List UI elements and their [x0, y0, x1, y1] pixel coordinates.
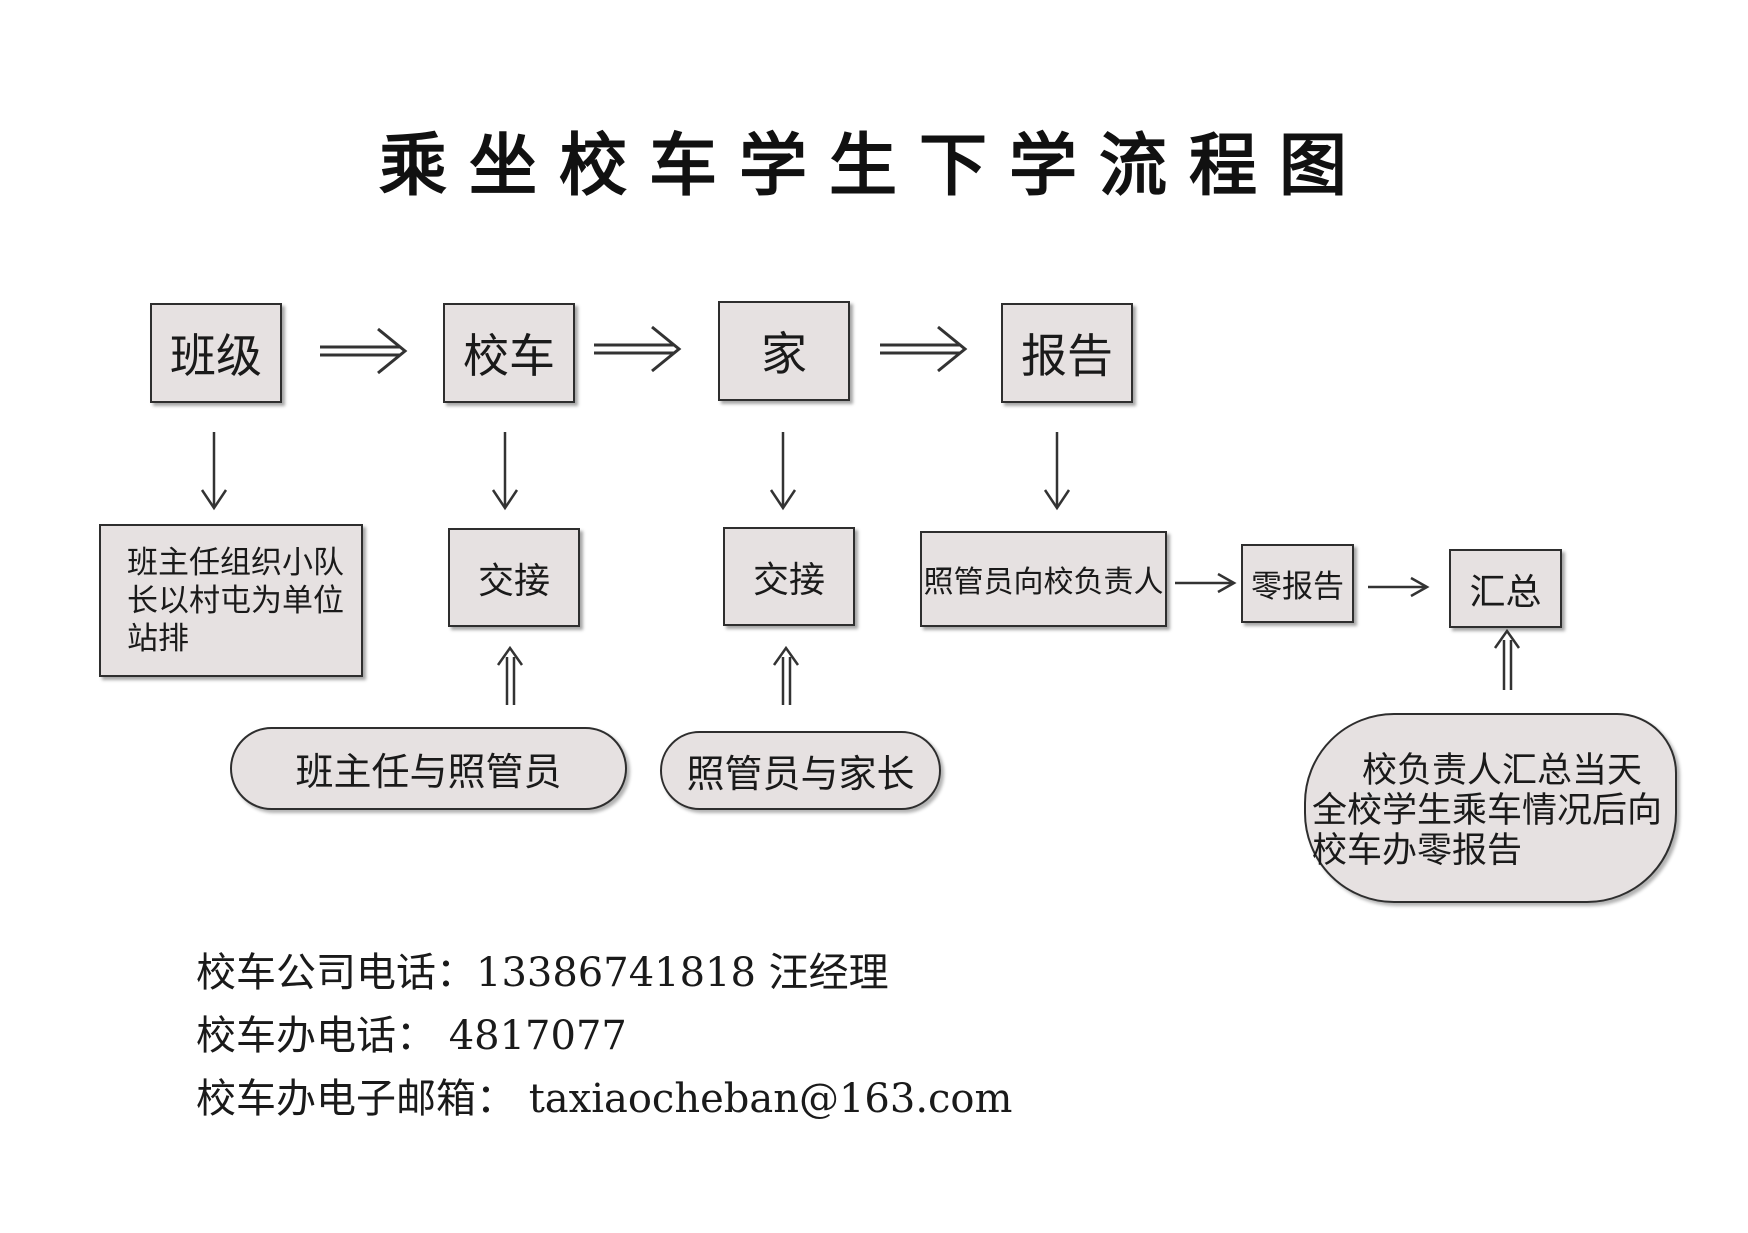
- arrow-class-down: [200, 432, 228, 511]
- zero-report-box: 零报告: [1241, 544, 1354, 623]
- contact-company-phone: 校车公司电话：13386741818 汪经理: [196, 950, 889, 996]
- bus-party-pill: 班主任与照管员: [230, 727, 627, 810]
- step-home: 家: [718, 301, 850, 401]
- home-handover-box: 交接: [723, 527, 855, 626]
- arrow-bus-to-home: [594, 325, 682, 373]
- report-detail-box: 照管员向校负责人: [920, 531, 1167, 627]
- arrow-summary-up: [1493, 628, 1521, 690]
- arrow-report-down: [1043, 432, 1071, 511]
- page-title: 乘坐校车学生下学流程图: [378, 126, 1369, 206]
- contact-office-phone: 校车办电话： 4817077: [196, 1013, 627, 1059]
- arrow-bus-down: [491, 432, 519, 511]
- step-class: 班级: [150, 303, 282, 403]
- arrow-class-to-bus: [320, 327, 408, 375]
- arrow-home-party-up: [772, 645, 800, 705]
- bus-handover-box: 交接: [448, 528, 580, 627]
- class-detail-box: 班主任组织小队长以村屯为单位站排: [99, 524, 363, 677]
- arrow-home-down: [769, 432, 797, 511]
- step-report: 报告: [1001, 303, 1133, 403]
- home-party-pill: 照管员与家长: [660, 731, 941, 810]
- arrow-bus-party-up: [496, 645, 524, 705]
- summary-box: 汇总: [1449, 549, 1562, 628]
- step-bus: 校车: [443, 303, 575, 403]
- arrow-report-to-zero: [1175, 572, 1237, 594]
- contact-office-email: 校车办电子邮箱： taxiaocheban@163.com: [196, 1076, 1013, 1122]
- arrow-zero-to-summary: [1368, 576, 1430, 598]
- arrow-home-to-report: [880, 325, 968, 373]
- summary-detail-box: 校负责人汇总当天全校学生乘车情况后向校车办零报告: [1304, 713, 1677, 903]
